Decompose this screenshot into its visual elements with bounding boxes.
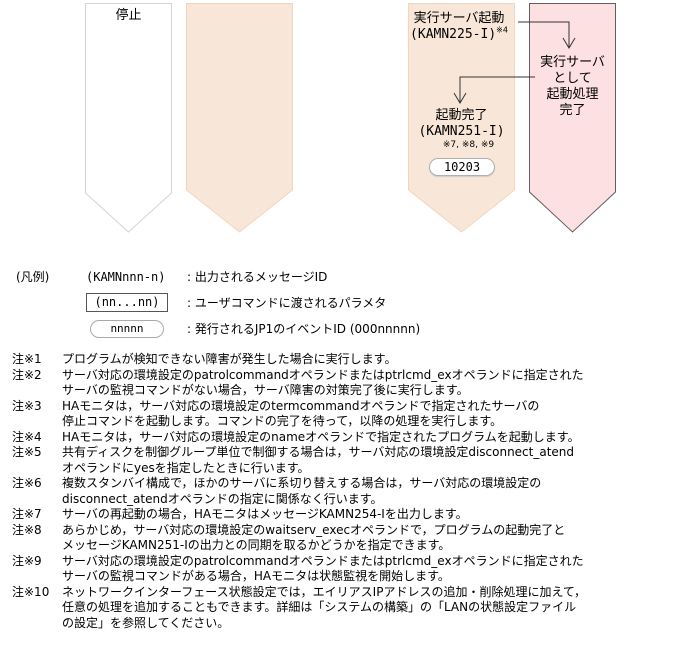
exec-start-message-id: (KAMN225-I)※4 [410, 25, 508, 42]
exec-complete-line2: として [553, 71, 592, 86]
exec-start-label: 実行サーバ起動 (KAMN225-I)※4 [400, 11, 518, 43]
note-refs: ※7, ※8, ※9 [442, 140, 495, 150]
start-complete-title: 起動完了 [435, 108, 488, 123]
arrow-to-start-complete [459, 76, 535, 103]
flow-diagram [85, 3, 616, 233]
arrow-head-icon [562, 37, 576, 49]
start-complete-message-id: (KAMN251-I) [418, 124, 505, 139]
legend-title: (凡例) [16, 270, 50, 284]
column-stop [85, 3, 172, 233]
stop-label: 停止 [115, 8, 142, 23]
legend-parameter-symbol: (nn...nn) [86, 293, 168, 312]
column-exec-server [529, 3, 616, 233]
exec-start-title: 実行サーバ起動 [413, 11, 505, 26]
exec-complete-label: 実行サーバ として 起動処理 完了 [529, 55, 616, 119]
event-id-badge: 10203 [429, 158, 495, 176]
legend-message-id-symbol: (KAMNnnn-n) [86, 270, 166, 284]
legend-message-id-desc: : 出力されるメッセージID [187, 270, 328, 284]
legend-parameter-desc: : ユーザコマンドに渡されるパラメタ [187, 296, 387, 310]
note-ref: ※4 [496, 25, 508, 35]
start-complete-label: 起動完了 (KAMN251-I) ※7, ※8, ※9 [408, 108, 515, 151]
column-peach-1 [186, 3, 293, 233]
legend-event-id-desc: : 発行されるJP1のイベントID (000nnnnn) [187, 322, 421, 336]
legend-event-id-symbol: nnnnn [90, 320, 164, 338]
arrow-head-icon [453, 92, 467, 104]
arrow-to-exec-complete [518, 21, 570, 48]
exec-complete-line4: 完了 [559, 103, 586, 118]
exec-complete-line1: 実行サーバ [540, 55, 605, 70]
exec-complete-line3: 起動処理 [546, 87, 599, 102]
